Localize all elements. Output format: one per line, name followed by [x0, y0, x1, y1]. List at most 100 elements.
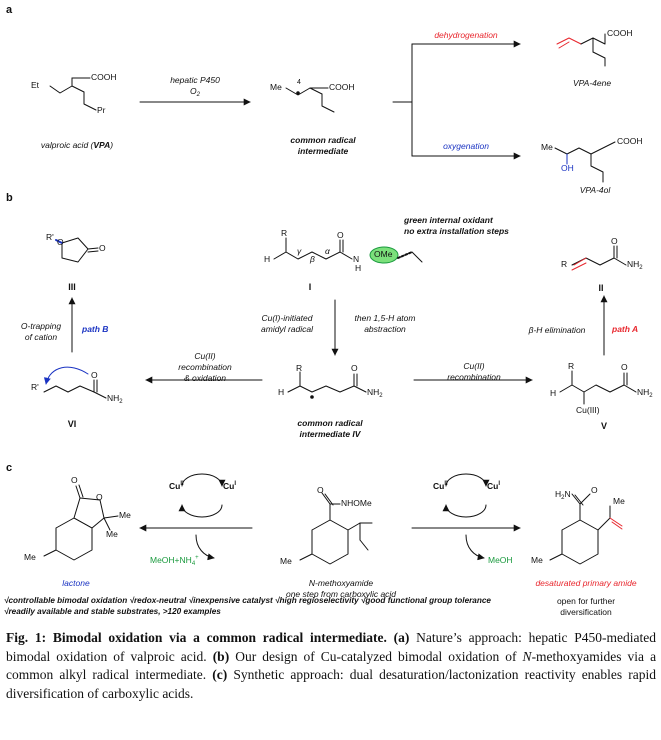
- II-r-label: R: [561, 259, 568, 269]
- desaturated-amide-structure: [549, 493, 623, 565]
- recomb-2: recombination: [447, 372, 501, 382]
- vpa-4ene-label: VPA-4ene: [572, 78, 612, 88]
- VI-rprime-label: R': [31, 382, 39, 392]
- oxygenation-label: oxygenation: [443, 141, 489, 151]
- compound-II-label: II: [598, 283, 604, 293]
- cu-ii-right: CuII: [433, 481, 448, 491]
- V-o-label: O: [621, 362, 628, 372]
- panel-label-b: b: [6, 192, 13, 204]
- III-o-label: O: [99, 243, 106, 253]
- radical-cooh-label: COOH: [329, 82, 355, 92]
- V-nh2-label: NH2: [637, 387, 653, 399]
- amide-o-label: O: [317, 485, 324, 495]
- VI-nh2-label: NH2: [107, 393, 123, 405]
- caption-b-text-pre: Our design of Cu-catalyzed bimodal oxida…: [235, 648, 517, 664]
- II-o-label: O: [611, 236, 618, 246]
- reagent-p450: hepatic P450: [170, 75, 220, 85]
- beta-h-elim-label: β-H elimination: [528, 325, 586, 335]
- gamma-label: γ: [297, 246, 302, 256]
- IV-r-label: R: [296, 363, 303, 373]
- compound-III-label: III: [68, 282, 76, 292]
- alpha-label: α: [325, 246, 330, 256]
- ome-label: OMe: [374, 249, 393, 259]
- intermediate-label-2: intermediate: [297, 146, 349, 156]
- cu-i-right: CuI: [487, 481, 501, 491]
- oxidant-label-1: green internal oxidant: [404, 215, 493, 225]
- recomb-ox-3: & oxidation: [183, 373, 227, 383]
- iv-label-1: common radical: [297, 418, 363, 428]
- h2n-label: H2N: [555, 489, 571, 501]
- step-right-1: then 1,5-H atom: [354, 313, 416, 323]
- vpa-4ol-structure: [554, 141, 616, 183]
- II-nh2-label: NH2: [627, 259, 643, 271]
- panel-label-a: a: [6, 4, 13, 16]
- path-b-label: path B: [82, 324, 109, 334]
- open-label-2: diversification: [560, 607, 612, 617]
- caption-c-tag: (c): [212, 667, 228, 683]
- III-ring-o-label: O: [57, 237, 64, 247]
- vpa-structure: [49, 77, 97, 111]
- caption-title: Fig. 1: Bimodal oxidation via a common r…: [6, 630, 387, 645]
- VI-o-label: O: [91, 370, 98, 380]
- recomb-1: Cu(II): [463, 361, 485, 371]
- IV-o-label: O: [351, 363, 358, 373]
- lactone-structure: [43, 484, 119, 561]
- n-methoxyamide-structure: [299, 492, 373, 565]
- vpa-label: valproic acid (VPA): [40, 140, 114, 150]
- lactone-me-2: Me: [106, 529, 118, 539]
- lactone-label: lactone: [62, 578, 90, 588]
- benefits-list: √controllable bimodal oxidation √redox-n…: [4, 596, 491, 617]
- ol-me-label: Me: [541, 142, 553, 152]
- oxidant-label-2: no extra installation steps: [404, 226, 509, 236]
- iv-label-2: intermediate IV: [299, 429, 361, 439]
- compound-V-label: V: [600, 421, 608, 431]
- meoh-nh4-label: MeOH+NH4+: [150, 555, 199, 567]
- vpa-pr-label: Pr: [97, 105, 106, 115]
- benefits-line-2: √readily available and stable substrates…: [4, 606, 221, 616]
- ene-cooh-label: COOH: [607, 28, 633, 38]
- IV-h-label: H: [278, 387, 285, 397]
- vpa-cooh-label: COOH: [91, 72, 117, 82]
- nhome-label: NHOMe: [341, 498, 372, 508]
- caption-b-text-post: -methoxyamides via a common alkyl radica…: [6, 648, 657, 683]
- lactone-me-3: Me: [24, 552, 36, 562]
- lactone-o-label: O: [71, 475, 78, 485]
- position-4-label: 4: [297, 79, 301, 86]
- caption-a-tag: (a): [393, 630, 410, 645]
- n-methoxyamide-sub: one step from carboxylic acid: [285, 589, 397, 599]
- lactone-ring-o-label: O: [96, 492, 103, 502]
- compound-I-structure: [273, 237, 423, 264]
- n-methoxyamide-label: N-methoxyamide: [308, 578, 374, 588]
- desat-amide-label: desaturated primary amide: [535, 578, 637, 588]
- step-left-2: amidyl radical: [261, 324, 313, 334]
- desat-me-label: Me: [613, 496, 625, 506]
- I-o-label: O: [337, 230, 344, 240]
- V-r-label: R: [568, 361, 575, 371]
- vpa-4ene-structure: [556, 33, 606, 67]
- ol-cooh-label: COOH: [617, 136, 643, 146]
- meoh-label: MeOH: [488, 555, 513, 565]
- recomb-ox-1: Cu(II): [194, 351, 216, 361]
- dehydrogenation-label: dehydrogenation: [434, 30, 498, 40]
- caption-b-text-n: N: [522, 648, 532, 664]
- cu-ii-left: CuII: [169, 481, 184, 491]
- III-rprime-label: R': [46, 232, 54, 242]
- amide-me-label: Me: [280, 556, 292, 566]
- I-nh-label: H: [355, 263, 362, 273]
- compound-V-structure: [559, 370, 637, 405]
- cu-i-left: CuI: [223, 481, 237, 491]
- compound-II-structure: [571, 245, 627, 271]
- open-label-1: open for further: [556, 596, 616, 606]
- figure-caption: Fig. 1: Bimodal oxidation via a common r…: [6, 629, 656, 704]
- vpa-et-label: Et: [31, 80, 40, 90]
- radical-intermediate-a: [285, 87, 335, 113]
- desat-ring-me-label: Me: [531, 555, 543, 565]
- caption-a-text: Nature’s approach: hepatic P450-mediated…: [6, 630, 657, 664]
- recomb-ox-2: recombination: [178, 362, 232, 372]
- compound-VI-structure: [43, 366, 107, 399]
- lactone-me-1: Me: [119, 510, 131, 520]
- otrap-2: of cation: [24, 332, 58, 342]
- compound-IV-structure: [287, 371, 367, 399]
